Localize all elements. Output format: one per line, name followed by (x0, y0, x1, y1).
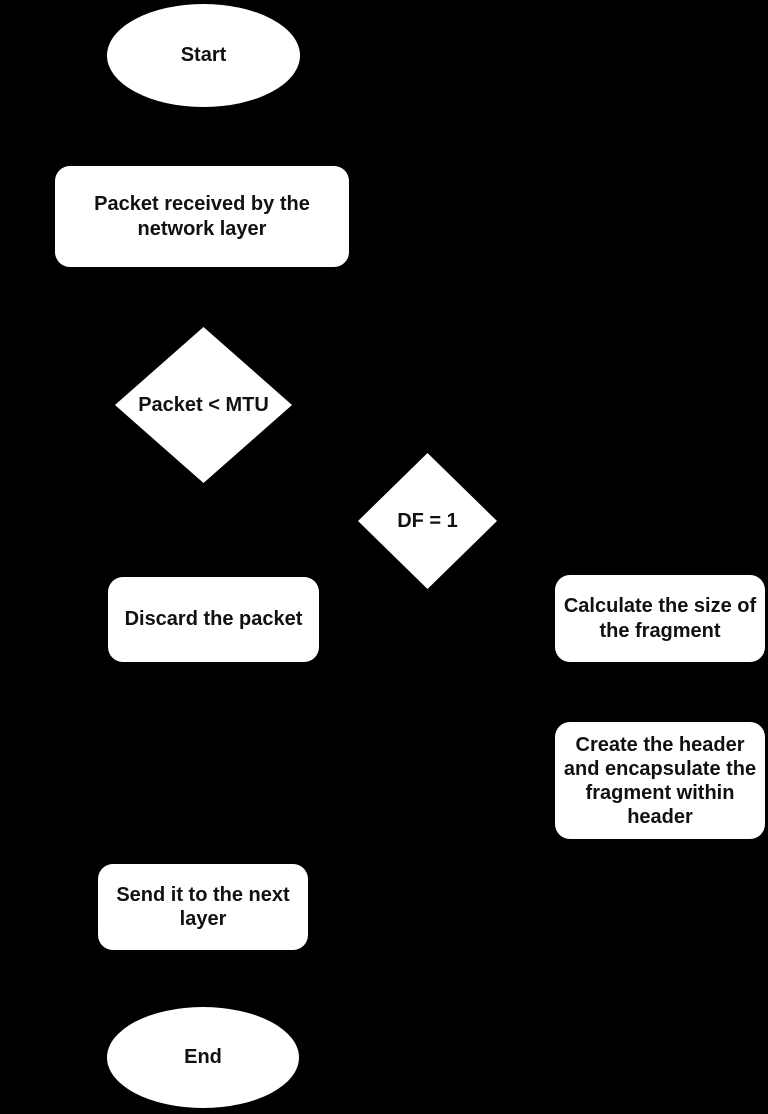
flowchart-node-packet-mtu-decision: Packet < MTU (115, 327, 292, 483)
flowchart-node-create-header-process: Create the header and encapsulate the fr… (555, 722, 765, 839)
flowchart-node-start-terminator: Start (107, 4, 300, 107)
node-label-packet-received: Packet received by the network layer (94, 193, 310, 240)
node-label-send-next-layer: Send it to the next layer (116, 883, 290, 930)
node-label-discard-packet: Discard the packet (124, 608, 303, 631)
node-label-create-header: Create the header and encapsulate the fr… (563, 733, 757, 828)
node-label-df-flag: DF = 1 (397, 509, 458, 532)
flowchart-node-end-terminator: End (107, 1007, 299, 1108)
node-label-start: Start (180, 44, 227, 67)
node-label-packet-mtu: Packet < MTU (138, 393, 269, 416)
flowchart-node-df-flag-decision: DF = 1 (358, 453, 497, 589)
flowchart-node-packet-received-process: Packet received by the network layer (55, 166, 349, 267)
flowchart-node-discard-packet-process: Discard the packet (108, 577, 319, 662)
flowchart-node-calculate-fragment-size-process: Calculate the size of the fragment (555, 575, 765, 662)
node-label-end: End (184, 1046, 222, 1069)
node-label-calculate-fragment-size: Calculate the size of the fragment (563, 595, 757, 642)
flowchart-node-send-next-layer-process: Send it to the next layer (98, 864, 308, 950)
